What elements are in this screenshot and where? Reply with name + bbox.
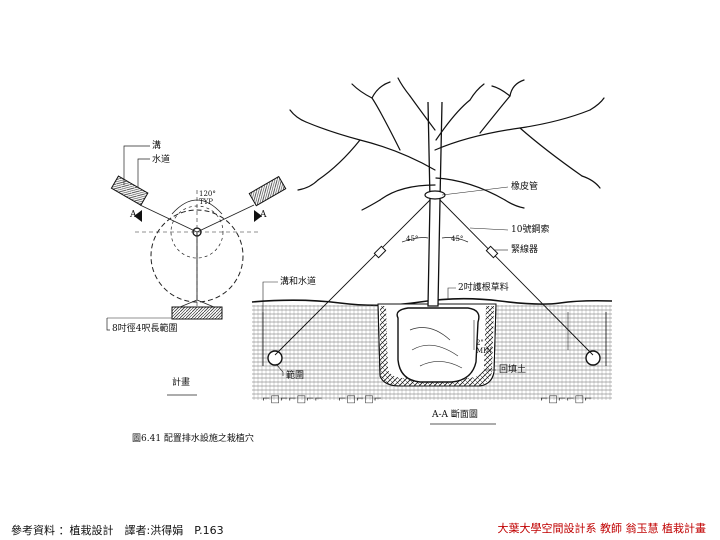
tree-branches (289, 77, 605, 211)
figure-caption: 圖6.41 配置排水設施之栽植穴 (132, 434, 254, 444)
section-label-mulch: 2吋護根草料 (458, 283, 509, 293)
svg-text:⌐□⌐□⌐: ⌐□⌐□⌐ (338, 394, 382, 405)
drain-pipe-right (585, 350, 601, 366)
section-label-drain: 溝和水道 (280, 277, 317, 287)
section-label-rubber: 橡皮管 (511, 182, 539, 192)
plan-anchor-bottom (171, 306, 223, 320)
plan-anchor-right (248, 175, 287, 207)
guy-wire-right (439, 199, 594, 356)
section-label-angle-left: 45° (406, 235, 419, 243)
plan-label-a-left: A (130, 210, 137, 220)
drain-pipe-left (267, 350, 283, 366)
section-label-angle-right: 45° (451, 235, 464, 243)
footer-credit: 大葉大學空間設計系 教師 翁玉慧 植栽計畫 (497, 522, 707, 535)
section-title: A-A 斷面圖 (432, 410, 478, 420)
section-label-ring: 範圍 (286, 371, 305, 381)
plan-view (106, 145, 287, 396)
section-label-wire: 10號鋼索 (511, 225, 550, 235)
turnbuckle-left (373, 245, 387, 259)
root-ball (396, 307, 480, 383)
svg-text:⌐□⌐⌐□⌐⌐: ⌐□⌐⌐□⌐⌐ (262, 394, 323, 405)
plan-label-waterway: 水道 (152, 155, 171, 165)
section-view: ⌐□⌐⌐□⌐⌐ ⌐□⌐□⌐ ⌐□⌐⌐□⌐ (251, 77, 613, 425)
plan-title: 計畫 (172, 378, 191, 388)
guy-wire-left (274, 199, 431, 356)
svg-text:⌐□⌐⌐□⌐: ⌐□⌐⌐□⌐ (540, 394, 592, 405)
plan-label-trench: 溝 (152, 141, 162, 151)
ground-line (251, 297, 613, 307)
section-label-backfill: 回填土 (499, 365, 527, 375)
plan-anchor-left (110, 175, 149, 206)
tree-trunk (427, 101, 443, 307)
plan-label-a-right: A (260, 210, 267, 220)
plan-label-typ: TYP (199, 198, 213, 206)
footer-reference: 參考資料 ：植栽設計 譯者:洪得娟 P.163 (11, 524, 224, 537)
plan-label-angle: 120° (199, 190, 216, 198)
section-label-dim: 2" MIN (476, 339, 493, 355)
rubber-hose (424, 190, 446, 200)
section-label-tightener: 緊線器 (511, 245, 539, 255)
plan-label-circle: 8吋徑4呎長範圍 (112, 324, 178, 334)
